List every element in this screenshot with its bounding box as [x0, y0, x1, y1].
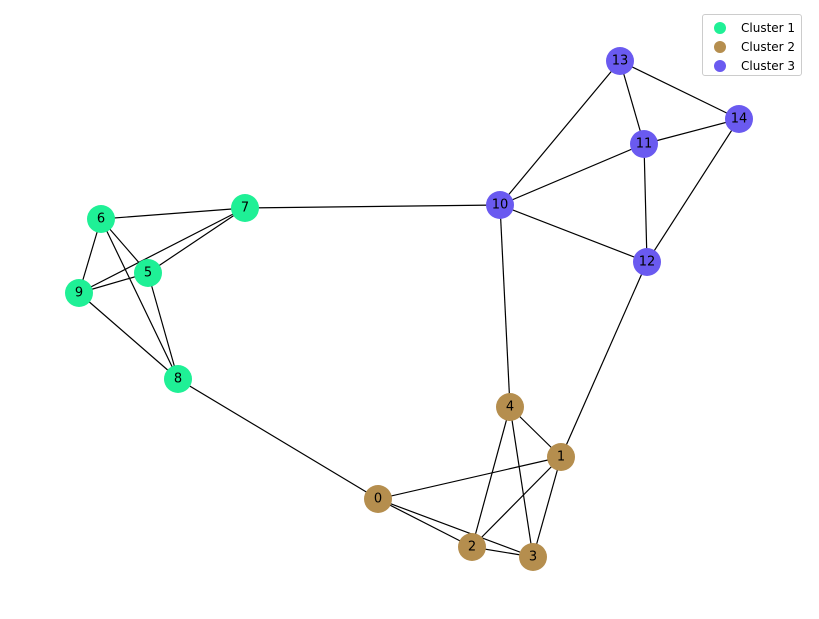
- legend-item-cluster-1: Cluster 1: [711, 18, 801, 37]
- node-label-5: 5: [144, 266, 152, 281]
- edge-7-9: [78, 207, 246, 294]
- node-circle-10: [486, 191, 514, 219]
- edge-10-13: [499, 60, 621, 206]
- node-2: 2: [458, 533, 486, 561]
- edge-6-7: [100, 207, 246, 220]
- node-label-14: 14: [731, 112, 748, 127]
- node-circle-11: [630, 130, 658, 158]
- node-label-1: 1: [557, 450, 565, 465]
- node-circle-8: [164, 365, 192, 393]
- node-14: 14: [725, 105, 753, 133]
- edge-1-2: [471, 456, 562, 548]
- node-label-3: 3: [529, 550, 537, 565]
- edge-10-11: [499, 143, 645, 206]
- edge-9-8: [78, 292, 179, 380]
- node-11: 11: [630, 130, 658, 158]
- legend-marker-cluster-1: [714, 21, 726, 34]
- edge-0-3: [377, 498, 534, 558]
- node-4: 4: [496, 393, 524, 421]
- node-circle-0: [364, 485, 392, 513]
- edge-8-0: [177, 378, 379, 500]
- node-label-13: 13: [612, 54, 629, 69]
- edge-11-12: [643, 143, 648, 263]
- legend-marker-cluster-3: [714, 59, 726, 72]
- node-circle-14: [725, 105, 753, 133]
- legend-item-cluster-3: Cluster 3: [711, 56, 801, 75]
- edge-13-14: [619, 60, 740, 120]
- edge-11-14: [643, 118, 740, 145]
- node-label-0: 0: [374, 492, 382, 507]
- node-circle-12: [633, 248, 661, 276]
- node-13: 13: [606, 47, 634, 75]
- node-circle-5: [134, 259, 162, 287]
- edge-14-12: [646, 118, 740, 263]
- legend-marker-cluster-2: [714, 40, 726, 53]
- node-10: 10: [486, 191, 514, 219]
- node-circle-9: [65, 279, 93, 307]
- legend-label-cluster-3: Cluster 3: [741, 58, 796, 73]
- node-5: 5: [134, 259, 162, 287]
- node-circle-1: [547, 443, 575, 471]
- node-label-6: 6: [97, 212, 105, 227]
- edge-7-10: [244, 204, 501, 209]
- edge-4-3: [509, 406, 534, 558]
- edge-7-5: [147, 207, 246, 274]
- edge-10-4: [499, 204, 511, 408]
- edge-5-8: [147, 272, 179, 380]
- edge-4-2: [471, 406, 511, 548]
- node-3: 3: [519, 543, 547, 571]
- node-6: 6: [87, 205, 115, 233]
- node-circle-3: [519, 543, 547, 571]
- node-circle-2: [458, 533, 486, 561]
- edge-10-12: [499, 204, 648, 263]
- legend-item-cluster-2: Cluster 2: [711, 37, 801, 56]
- node-circle-7: [231, 194, 259, 222]
- node-label-9: 9: [75, 286, 83, 301]
- edges-layer: [78, 60, 740, 558]
- legend-label-cluster-2: Cluster 2: [741, 39, 796, 54]
- node-12: 12: [633, 248, 661, 276]
- edge-6-8: [100, 218, 179, 380]
- node-9: 9: [65, 279, 93, 307]
- node-label-7: 7: [241, 201, 249, 216]
- node-circle-6: [87, 205, 115, 233]
- edge-12-1: [560, 261, 648, 458]
- node-0: 0: [364, 485, 392, 513]
- node-label-8: 8: [174, 372, 182, 387]
- node-circle-13: [606, 47, 634, 75]
- edge-0-2: [377, 498, 473, 548]
- legend-label-cluster-1: Cluster 1: [741, 20, 796, 35]
- legend: Cluster 1 Cluster 2 Cluster 3: [702, 14, 802, 76]
- node-label-11: 11: [636, 137, 653, 152]
- node-circle-4: [496, 393, 524, 421]
- edge-1-3: [532, 456, 562, 558]
- edge-1-0: [377, 456, 562, 500]
- node-label-12: 12: [639, 255, 656, 270]
- node-label-10: 10: [492, 198, 509, 213]
- node-7: 7: [231, 194, 259, 222]
- node-label-2: 2: [468, 540, 476, 555]
- node-1: 1: [547, 443, 575, 471]
- node-label-4: 4: [506, 400, 514, 415]
- edge-13-11: [619, 60, 645, 145]
- node-8: 8: [164, 365, 192, 393]
